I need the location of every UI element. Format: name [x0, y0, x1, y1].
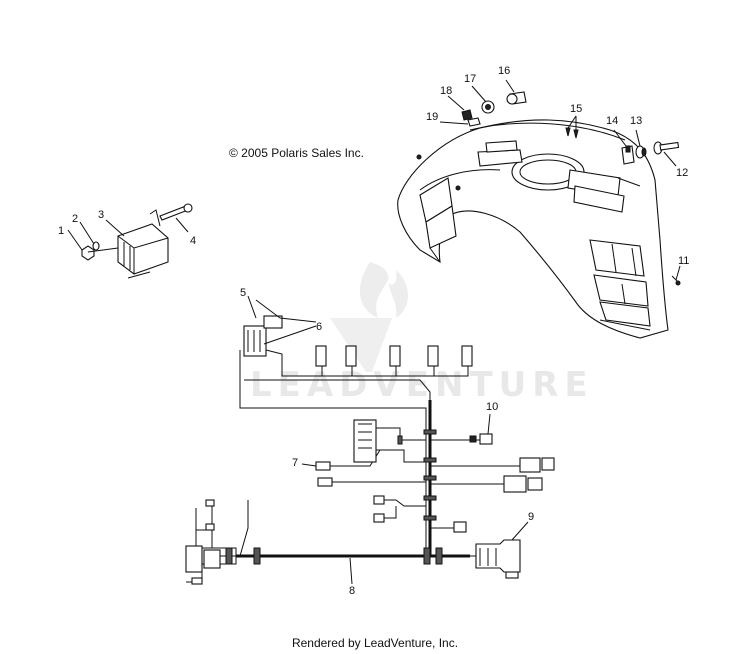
cdi-stud-line [87, 247, 119, 253]
callout-10: 10 [486, 401, 498, 413]
callout-19: 19 [426, 111, 438, 123]
callout-1: 1 [58, 225, 64, 237]
callout-12: 12 [676, 167, 688, 179]
watermark-text: LEADVENTURE [250, 365, 594, 405]
callout-17: 17 [464, 73, 476, 85]
callout-14: 14 [606, 115, 618, 127]
nut-1 [81, 245, 95, 261]
callout-8: 8 [349, 585, 355, 597]
screws-15 [565, 127, 579, 139]
leader-lines [67, 79, 681, 585]
screw-left-mid [455, 185, 461, 191]
callout-13: 13 [630, 115, 642, 127]
callout-2: 2 [72, 213, 78, 225]
callout-11: 11 [678, 255, 689, 267]
copyright-text: © 2005 Polaris Sales Inc. [229, 146, 364, 160]
screw-left-top [416, 154, 422, 160]
callout-18: 18 [440, 85, 452, 97]
footer-text: Rendered by LeadVenture, Inc. [291, 636, 459, 650]
washer-13 [635, 145, 647, 159]
callout-numbers: 1 2 3 4 5 6 7 8 9 10 11 12 13 14 15 16 1… [58, 65, 689, 597]
callout-3: 3 [98, 209, 104, 221]
callout-7: 7 [292, 457, 298, 469]
callout-9: 9 [528, 511, 534, 523]
leadventure-watermark: LEADVENTURE [250, 262, 594, 405]
bolt-12 [653, 141, 680, 155]
screw-11 [671, 275, 681, 286]
callout-16: 16 [498, 65, 510, 77]
callout-4: 4 [190, 235, 196, 247]
nut-17 [481, 100, 495, 114]
callout-5: 5 [240, 287, 246, 299]
bolt-4 [159, 203, 193, 221]
cdi-module-3 [117, 209, 169, 279]
wire-harness [185, 315, 555, 585]
switch-18 [461, 109, 481, 127]
gauge-14 [621, 145, 635, 165]
callout-15: 15 [570, 103, 582, 115]
dash-console [397, 119, 669, 339]
knob-16 [506, 91, 527, 105]
washer-2 [92, 241, 100, 251]
callout-6: 6 [316, 321, 322, 333]
